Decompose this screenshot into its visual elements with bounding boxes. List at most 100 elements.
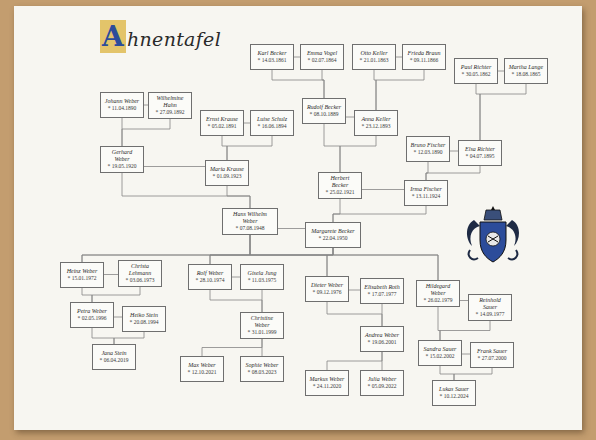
person-name: Gerhard Weber — [104, 149, 140, 163]
birth-date: * 24.11.2020 — [309, 383, 345, 390]
family-connector — [460, 300, 468, 301]
birth-date: * 19.06.2001 — [364, 339, 400, 346]
person-name: Hildegard Weber — [420, 283, 456, 297]
birth-date: * 12.10.2021 — [184, 369, 220, 376]
family-connector — [122, 119, 170, 146]
family-connector — [324, 124, 340, 172]
family-connector — [122, 173, 250, 208]
birth-date: * 06.04.2019 — [96, 357, 132, 364]
person-box: Maria Krause* 01.09.1923 — [205, 160, 249, 186]
person-name: Sandra Sauer — [422, 346, 458, 353]
birth-date: * 15.02.2002 — [422, 353, 458, 360]
birth-date: * 11.04.1890 — [104, 105, 140, 112]
family-connector — [114, 317, 122, 318]
person-name: Hans Wilhelm Weber — [226, 211, 274, 225]
person-box: Sophie Weber* 08.03.2023 — [240, 356, 284, 382]
person-box: Emma Vogel* 02.07.1864 — [300, 44, 344, 70]
birth-date: * 31.01.1999 — [244, 329, 280, 336]
birth-date: * 01.09.1923 — [209, 173, 245, 180]
person-box: Rolf Weber* 28.10.1974 — [188, 264, 232, 290]
birth-date: * 04.07.1895 — [462, 153, 498, 160]
birth-date: * 09.11.1866 — [406, 57, 442, 64]
person-name: Christa Lehmann — [122, 263, 158, 277]
person-name: Luise Schulz — [254, 116, 290, 123]
family-connector — [210, 290, 262, 312]
person-name: Heinz Weber — [64, 268, 100, 275]
person-name: Julia Weber — [364, 376, 400, 383]
person-name: Martha Lange — [508, 64, 544, 71]
person-box: Elsa Richter* 04.07.1895 — [458, 140, 502, 166]
person-name: Dieter Weber — [309, 282, 345, 289]
person-box: Anna Keller* 23.12.1893 — [354, 110, 398, 136]
person-box: Margarete Becker* 22.04.1950 — [305, 222, 361, 248]
birth-date: * 05.02.1891 — [204, 123, 240, 130]
family-connector — [440, 321, 490, 340]
person-name: Anna Keller — [358, 116, 394, 123]
family-connector — [144, 166, 205, 167]
birth-date: * 09.12.1976 — [309, 289, 345, 296]
person-box: Julia Weber* 05.09.2022 — [360, 370, 404, 396]
person-name: Herbert Becker — [322, 175, 358, 189]
birth-date: * 05.09.2022 — [364, 383, 400, 390]
family-connector — [104, 274, 118, 275]
person-name: Rudolf Becker — [306, 104, 342, 111]
person-box: Bruno Fischer* 12.03.1890 — [406, 136, 450, 162]
birth-date: * 27.09.1892 — [152, 109, 188, 116]
person-name: Maria Krause — [209, 166, 245, 173]
person-name: Reinhold Sauer — [472, 297, 508, 311]
birth-date: * 07.08.1948 — [226, 225, 274, 232]
birth-date: * 02.07.1864 — [304, 57, 340, 64]
person-box: Frieda Braun* 09.11.1866 — [402, 44, 446, 70]
person-box: Petra Weber* 02.05.1996 — [70, 302, 114, 328]
family-connector — [92, 328, 114, 344]
birth-date: * 25.02.1921 — [322, 189, 358, 196]
person-name: Markus Weber — [309, 376, 345, 383]
family-connector — [202, 339, 262, 356]
family-connector — [349, 290, 360, 291]
person-box: Frank Sauer* 27.07.2000 — [470, 342, 514, 368]
person-box: Max Weber* 12.10.2021 — [180, 356, 224, 382]
birth-date: * 20.08.1994 — [126, 319, 162, 326]
person-box: Gerhard Weber* 19.05.1920 — [100, 146, 144, 173]
birth-date: * 14.09.1977 — [472, 311, 508, 318]
birth-date: * 10.12.2024 — [436, 393, 472, 400]
person-box: Luise Schulz* 16.06.1894 — [250, 110, 294, 136]
person-name: Lukas Sauer — [436, 386, 472, 393]
family-connector — [222, 136, 227, 160]
family-connector — [210, 235, 250, 264]
person-box: Sandra Sauer* 15.02.2002 — [418, 340, 462, 366]
person-name: Emma Vogel — [304, 50, 340, 57]
person-box: Paul Richter* 30.05.1862 — [454, 58, 498, 84]
family-connector — [327, 352, 382, 370]
family-connector — [278, 228, 305, 229]
family-connector — [327, 248, 333, 276]
birth-date: * 16.06.1894 — [254, 123, 290, 130]
family-connector — [272, 70, 324, 98]
person-box: Karl Becker* 14.03.1861 — [250, 44, 294, 70]
family-connector — [327, 302, 382, 326]
person-name: Ernst Krause — [204, 116, 240, 123]
person-name: Heiko Stein — [126, 312, 162, 319]
person-box: Andrea Weber* 19.06.2001 — [360, 326, 404, 352]
person-box: Rudolf Becker* 08.10.1889 — [302, 98, 346, 124]
person-name: Max Weber — [184, 362, 220, 369]
person-box: Johann Weber* 11.04.1890 — [100, 92, 144, 118]
family-connector — [262, 339, 263, 356]
family-connector — [462, 354, 470, 355]
family-connector — [322, 70, 324, 98]
person-box: Ernst Krause* 05.02.1891 — [200, 110, 244, 136]
family-connector — [227, 136, 272, 160]
family-connector — [114, 332, 144, 344]
birth-date: * 12.03.1890 — [410, 149, 446, 156]
person-box: Lukas Sauer* 10.12.2024 — [432, 380, 476, 406]
family-connector — [232, 277, 240, 278]
person-name: Elisabeth Roth — [364, 284, 400, 291]
family-connector — [480, 84, 526, 140]
birth-date: * 23.12.1893 — [358, 123, 394, 130]
family-connector — [333, 206, 426, 222]
person-name: Christine Weber — [244, 315, 280, 329]
person-name: Paul Richter — [458, 64, 494, 71]
person-name: Petra Weber — [74, 308, 110, 315]
birth-date: * 21.01.1863 — [356, 57, 392, 64]
birth-date: * 28.10.1974 — [192, 277, 228, 284]
